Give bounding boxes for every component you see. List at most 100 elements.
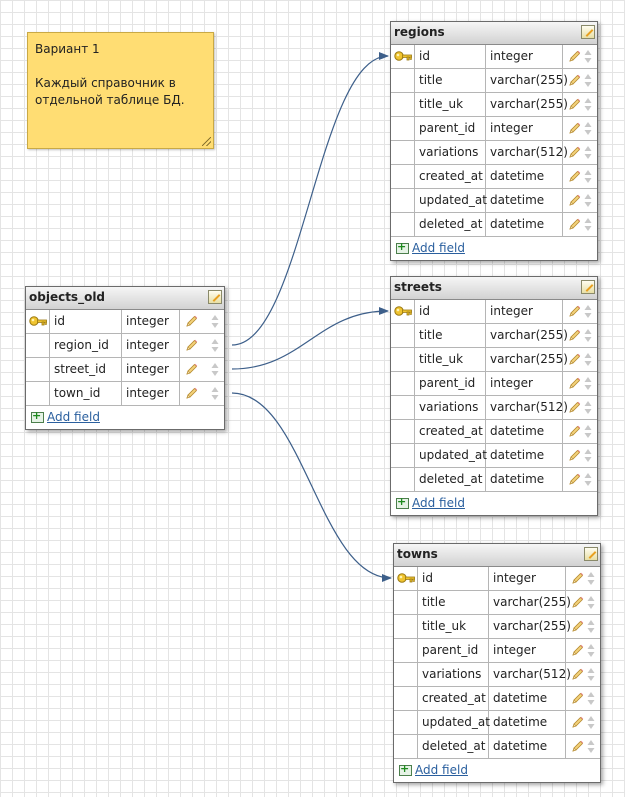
- relation-region_id-to-regions[interactable]: [231, 52, 389, 346]
- sticky-note[interactable]: Вариант 1 Каждый справочник в отдельной …: [27, 32, 214, 149]
- reorder-icon[interactable]: [584, 169, 592, 184]
- reorder-icon[interactable]: [584, 352, 592, 367]
- reorder-icon[interactable]: [587, 619, 595, 634]
- edit-field-icon[interactable]: [568, 74, 581, 87]
- relation-street_id-to-streets[interactable]: [231, 307, 389, 370]
- reorder-icon[interactable]: [587, 739, 595, 754]
- reorder-icon[interactable]: [584, 145, 592, 160]
- table-header[interactable]: objects_old: [26, 287, 224, 310]
- add-field-icon[interactable]: [396, 240, 409, 254]
- edit-field-icon[interactable]: [568, 122, 581, 135]
- reorder-icon[interactable]: [211, 362, 219, 377]
- edit-field-icon[interactable]: [568, 305, 581, 318]
- add-field-link[interactable]: Add field: [47, 410, 100, 424]
- edit-field-icon[interactable]: [571, 620, 584, 633]
- edit-field-icon[interactable]: [185, 315, 198, 328]
- edit-table-icon[interactable]: [581, 280, 595, 294]
- edit-field-icon[interactable]: [568, 377, 581, 390]
- edit-field-icon[interactable]: [568, 329, 581, 342]
- reorder-icon[interactable]: [584, 49, 592, 64]
- edit-field-icon[interactable]: [185, 363, 198, 376]
- reorder-icon[interactable]: [584, 376, 592, 391]
- edit-field-icon[interactable]: [568, 194, 581, 207]
- reorder-icon[interactable]: [587, 643, 595, 658]
- reorder-icon[interactable]: [584, 193, 592, 208]
- edit-field-icon[interactable]: [571, 740, 584, 753]
- edit-field-icon[interactable]: [568, 401, 581, 414]
- reorder-icon[interactable]: [211, 314, 219, 329]
- edit-field-icon[interactable]: [571, 644, 584, 657]
- edit-table-icon[interactable]: [208, 290, 222, 304]
- reorder-icon[interactable]: [211, 338, 219, 353]
- edit-field-icon[interactable]: [568, 449, 581, 462]
- edit-field-icon[interactable]: [568, 146, 581, 159]
- edit-table-icon[interactable]: [584, 547, 598, 561]
- reorder-icon[interactable]: [587, 715, 595, 730]
- add-field-link[interactable]: Add field: [415, 763, 468, 777]
- reorder-icon[interactable]: [584, 97, 592, 112]
- reorder-icon[interactable]: [584, 472, 592, 487]
- relation-town_id-to-towns[interactable]: [231, 392, 392, 582]
- edit-field-icon[interactable]: [568, 218, 581, 231]
- edit-field-icon[interactable]: [571, 572, 584, 585]
- edit-field-icon[interactable]: [571, 692, 584, 705]
- reorder-icon[interactable]: [584, 73, 592, 88]
- reorder-icon[interactable]: [587, 691, 595, 706]
- reorder-icon[interactable]: [587, 595, 595, 610]
- edit-field-icon[interactable]: [568, 170, 581, 183]
- note-resize-handle[interactable]: [202, 137, 211, 146]
- reorder-icon[interactable]: [584, 304, 592, 319]
- add-field-link[interactable]: Add field: [412, 241, 465, 255]
- reorder-icon[interactable]: [584, 448, 592, 463]
- edit-field-icon[interactable]: [185, 339, 198, 352]
- edit-field-icon[interactable]: [568, 353, 581, 366]
- table-header[interactable]: towns: [394, 544, 600, 567]
- table-header[interactable]: regions: [391, 22, 597, 45]
- reorder-icon[interactable]: [584, 217, 592, 232]
- reorder-icon[interactable]: [587, 571, 595, 586]
- edit-field-icon[interactable]: [571, 716, 584, 729]
- edit-field-icon[interactable]: [568, 98, 581, 111]
- reorder-icon[interactable]: [584, 400, 592, 415]
- reorder-icon[interactable]: [584, 121, 592, 136]
- add-field-link[interactable]: Add field: [412, 496, 465, 510]
- add-field-icon[interactable]: [396, 495, 409, 509]
- edit-field-icon[interactable]: [568, 50, 581, 63]
- edit-field-icon[interactable]: [571, 668, 584, 681]
- edit-field-icon[interactable]: [571, 596, 584, 609]
- reorder-icon[interactable]: [584, 328, 592, 343]
- edit-table-icon[interactable]: [581, 25, 595, 39]
- table-header[interactable]: streets: [391, 277, 597, 300]
- add-field-icon[interactable]: [31, 409, 44, 423]
- add-field-icon[interactable]: [399, 762, 412, 776]
- edit-field-icon[interactable]: [185, 387, 198, 400]
- edit-field-icon[interactable]: [568, 473, 581, 486]
